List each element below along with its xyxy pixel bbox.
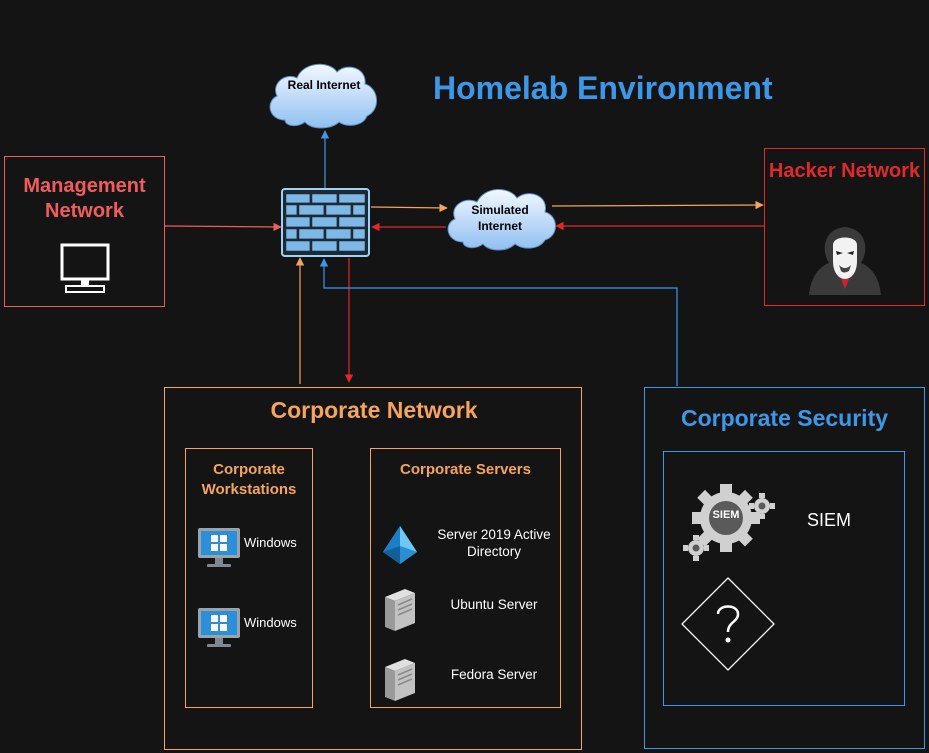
- list-item: Ubuntu Server: [379, 587, 559, 633]
- siem-label: SIEM: [807, 510, 852, 530]
- hacker-network-title: Hacker Network: [768, 160, 921, 182]
- gears-icon: [683, 484, 775, 561]
- firewall: [281, 188, 370, 257]
- real-internet-cloud: Real Internet: [263, 58, 381, 130]
- corporate-workstations-box: Corporate Workstations Windows Wind: [185, 448, 313, 708]
- question-diamond-icon: [681, 577, 775, 671]
- security-tools-box: SIEM SIEM: [663, 451, 905, 706]
- server-label: Fedora Server: [450, 667, 538, 682]
- real-internet-label: Real Internet: [287, 78, 361, 92]
- cloud-icon: [447, 189, 556, 251]
- link-management-firewall: [164, 222, 282, 232]
- list-item: Windows: [196, 607, 314, 651]
- link-simulated-hacker: [551, 200, 764, 210]
- management-network-box: Management Network: [4, 156, 165, 307]
- server-icon: [385, 589, 415, 631]
- cloud-icon: [269, 63, 377, 129]
- corporate-network-box: Corporate Network Corporate Workstations…: [164, 387, 582, 750]
- active-directory-icon: [383, 526, 417, 564]
- server-label: Server 2019 Active Directory: [437, 527, 551, 559]
- corporate-servers-box: Corporate Servers Server 2019 Active Dir…: [370, 448, 561, 708]
- list-item: Windows: [196, 527, 314, 571]
- windows-monitor-icon: [198, 608, 240, 647]
- server-icon: [385, 659, 415, 701]
- corporate-workstations-title: Corporate Workstations: [201, 461, 297, 498]
- page-title: Homelab Environment: [433, 70, 773, 106]
- link-firewall-simulated: [370, 203, 448, 213]
- server-label: Ubuntu Server: [450, 597, 538, 612]
- corporate-security-box: Corporate Security SIEM SIE: [644, 387, 925, 749]
- corporate-security-title: Corporate Security: [680, 405, 889, 431]
- hacker-network-box: Hacker Network: [764, 148, 925, 306]
- firewall-icon: [281, 188, 370, 257]
- workstation-label: Windows: [244, 615, 297, 630]
- corporate-servers-title: Corporate Servers: [400, 461, 531, 478]
- siem-icon-label: SIEM: [712, 509, 740, 521]
- list-item: Server 2019 Active Directory: [379, 524, 559, 568]
- hacker-icon: [809, 227, 881, 295]
- link-security-firewall: [319, 258, 678, 386]
- workstation-label: Windows: [244, 535, 297, 550]
- list-item: Fedora Server: [379, 657, 559, 703]
- management-network-title: Management Network: [23, 175, 146, 222]
- simulated-internet-cloud: Simulated Internet: [443, 184, 558, 252]
- monitor-icon: [60, 243, 110, 293]
- windows-monitor-icon: [198, 528, 240, 567]
- simulated-internet-label: Simulated Internet: [471, 203, 529, 233]
- corporate-network-title: Corporate Network: [270, 397, 478, 423]
